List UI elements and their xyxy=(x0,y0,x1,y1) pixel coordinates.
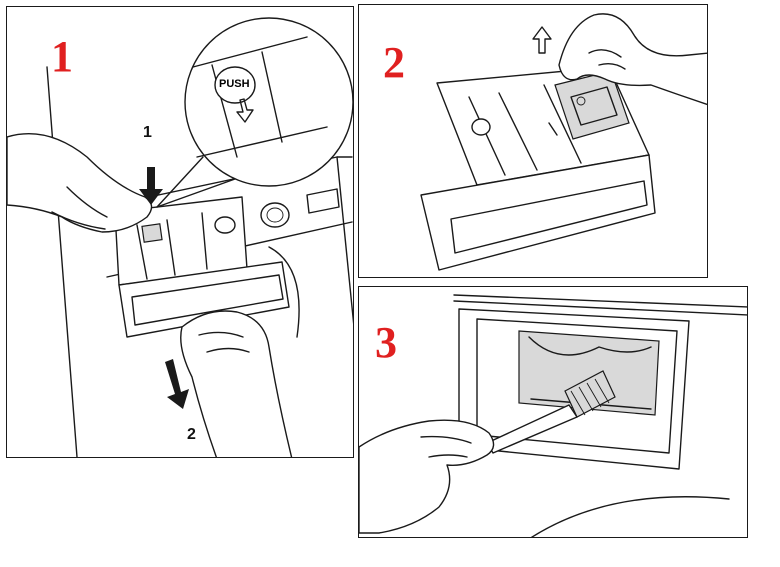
step-2-number: 2 xyxy=(383,38,405,87)
step-2-illustration xyxy=(420,13,707,271)
push-label: PUSH xyxy=(219,78,250,90)
step-3-panel: 3 xyxy=(358,286,748,538)
step-1-callout-2: 2 xyxy=(187,426,196,443)
step-3-illustration xyxy=(359,294,747,537)
step-1-illustration: PUSH xyxy=(7,17,353,457)
step-1-panel: PUSH 1 1 2 xyxy=(6,6,354,458)
step-3-number: 3 xyxy=(375,318,397,367)
step-1-callout-1: 1 xyxy=(143,124,152,141)
step-1-number: 1 xyxy=(51,32,73,81)
step-2-panel: 2 xyxy=(358,4,708,278)
